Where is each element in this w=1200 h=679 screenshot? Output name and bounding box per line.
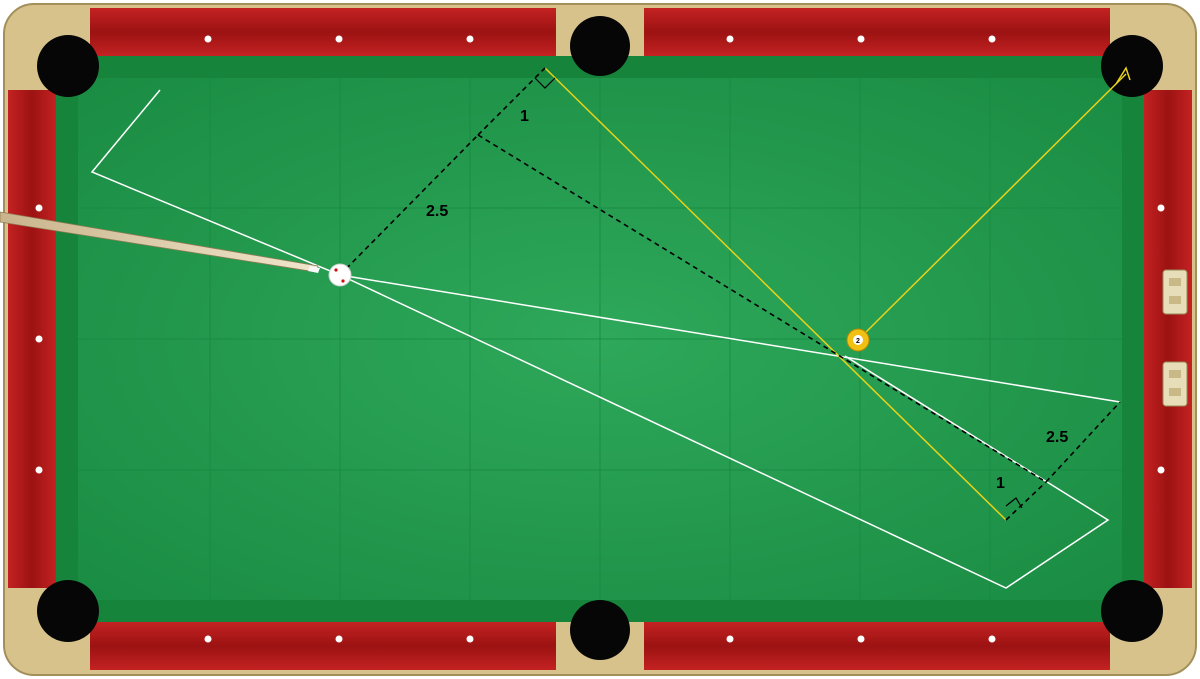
rail-bottom-right [644,622,1110,670]
rail-right [1144,90,1192,588]
bottom-short-label: 1 [996,475,1005,492]
rail-top-right [644,8,1110,56]
rail-bottom-left [90,622,556,670]
measurement-lines [339,67,1121,521]
top-long-label: 2.5 [426,203,448,220]
cue-ball-icon[interactable] [328,263,352,287]
right-angle-markers [534,77,1023,509]
rail-marker-icon [1162,269,1188,407]
object-ball-number: 2 [856,338,860,345]
rail-top-left [90,8,556,56]
cue-stick-icon[interactable] [0,211,320,273]
pocket-icon [37,8,1163,670]
bottom-long-label: 2.5 [1046,429,1068,446]
object-ball-icon[interactable]: 2 [846,328,870,352]
rail-left [8,90,56,588]
diamond-icon [35,35,1165,643]
aim-guide-lines [544,66,1131,521]
cue-ball-path [90,89,1121,589]
top-short-label: 1 [520,108,529,125]
